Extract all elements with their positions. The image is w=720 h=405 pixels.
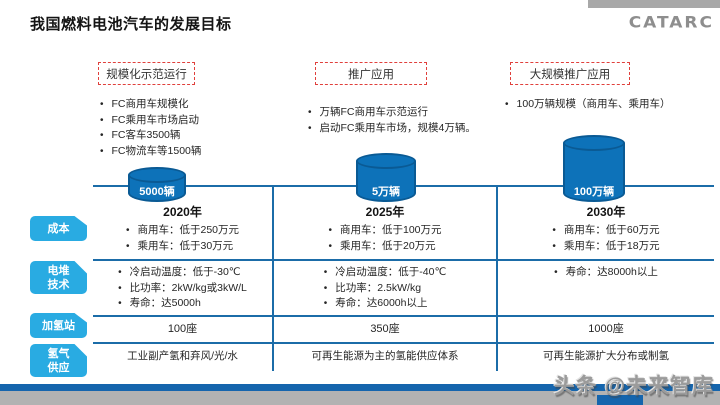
cylinder-2020: 5000辆 — [128, 167, 186, 202]
list-item: 寿命：达5000h — [118, 296, 247, 312]
year-2025: 2025年 — [365, 205, 405, 219]
row-tag-hydrogen-supply: 氢气 供应 — [30, 344, 87, 377]
row-tag-cost: 成本 — [30, 216, 87, 241]
supply-cell-2025: 可再生能源为主的氢能供应体系 — [311, 350, 459, 362]
list-item: FC商用车规模化 — [100, 97, 201, 113]
stack-cell-2020: 冷启动温度：低于-30℃ 比功率：2kW/kg或3kW/L 寿命：达5000h — [95, 265, 270, 312]
cost-cell-2020: 商用车：低于250万元 乘用车：低于30万元 — [95, 223, 270, 254]
supply-cell-2020: 工业副产氢和弃风/光/水 — [127, 350, 238, 362]
column-separator — [496, 186, 498, 371]
list-item: FC物流车等1500辆 — [100, 144, 202, 160]
list-item: 商用车：低于60万元 — [552, 223, 660, 239]
footer-blue-patch — [597, 395, 643, 405]
cost-cell-2025: 商用车：低于100万元 乘用车：低于20万元 — [276, 223, 494, 254]
station-cell-2020: 100座 — [167, 323, 198, 335]
list-item: 冷启动温度：低于-40℃ — [324, 265, 446, 281]
catarc-logo: CATARC — [628, 13, 714, 33]
list-item: FC乘用车市场启动 — [100, 113, 201, 129]
list-item: 乘用车：低于30万元 — [126, 239, 239, 255]
list-item: FC客车3500辆 — [100, 128, 201, 144]
list-item: 寿命：达8000h以上 — [554, 265, 658, 281]
logo-accent-bar — [588, 0, 720, 8]
phase1-goal-list: FC商用车规模化 FC乘用车市场启动 FC客车3500辆 FC物流车等1500辆 — [100, 97, 202, 160]
cylinder-value: 5000辆 — [139, 186, 175, 198]
station-cell-2025: 350座 — [370, 323, 400, 335]
stage-box-phase3: 大规模推广应用 — [510, 62, 630, 85]
list-item: 启动FC乘用车市场，规模4万辆。 — [308, 121, 476, 137]
list-item: 寿命：达6000h以上 — [324, 296, 446, 312]
stage-box-phase2: 推广应用 — [315, 62, 427, 85]
column-separator — [272, 186, 274, 371]
supply-cell-2030: 可再生能源扩大分布或制氢 — [543, 350, 669, 362]
watermark: 头条 @未来智库 — [553, 375, 714, 398]
list-item: 100万辆规模（商用车、乘用车） — [505, 97, 671, 113]
list-item: 比功率：2.5kW/kg — [324, 281, 446, 297]
row-tag-hydrogen-station: 加氢站 — [30, 313, 87, 338]
cylinder-body — [563, 143, 625, 202]
row-separator — [93, 342, 714, 344]
cylinder-top — [563, 135, 625, 151]
list-item: 冷启动温度：低于-30℃ — [118, 265, 247, 281]
cylinder-2025: 5万辆 — [356, 153, 416, 202]
stack-cell-2030: 寿命：达8000h以上 — [500, 265, 712, 281]
phase3-goal-list: 100万辆规模（商用车、乘用车） — [505, 97, 671, 113]
year-2030: 2030年 — [586, 205, 626, 219]
station-cell-2030: 1000座 — [588, 323, 624, 335]
stage-label: 规模化示范运行 — [106, 68, 187, 81]
stack-cell-2025: 冷启动温度：低于-40℃ 比功率：2.5kW/kg 寿命：达6000h以上 — [276, 265, 494, 312]
cylinder-value: 5万辆 — [371, 186, 401, 198]
list-item: 乘用车：低于18万元 — [552, 239, 660, 255]
phase2-goal-list: 万辆FC商用车示范运行 启动FC乘用车市场，规模4万辆。 — [308, 105, 476, 136]
stage-box-phase1: 规模化示范运行 — [98, 62, 195, 85]
cylinder-2030: 100万辆 — [563, 135, 625, 202]
year-2020: 2020年 — [163, 205, 202, 219]
page-title: 我国燃料电池汽车的发展目标 — [30, 16, 232, 33]
row-separator — [93, 315, 714, 317]
list-item: 乘用车：低于20万元 — [328, 239, 441, 255]
list-item: 商用车：低于250万元 — [126, 223, 239, 239]
list-item: 商用车：低于100万元 — [328, 223, 442, 239]
row-tag-stack-tech: 电堆 技术 — [30, 261, 87, 294]
cost-cell-2030: 商用车：低于60万元 乘用车：低于18万元 — [500, 223, 712, 254]
stage-label: 推广应用 — [348, 68, 394, 81]
stage-label: 大规模推广应用 — [529, 68, 611, 81]
row-separator — [93, 259, 714, 261]
footer-blue-bar — [0, 384, 720, 391]
cylinder-top — [128, 167, 186, 183]
list-item: 万辆FC商用车示范运行 — [308, 105, 476, 121]
cylinder-top — [356, 153, 416, 169]
list-item: 比功率：2kW/kg或3kW/L — [118, 281, 247, 297]
cylinder-value: 100万辆 — [573, 186, 615, 198]
footer-gray-bar — [0, 391, 720, 405]
